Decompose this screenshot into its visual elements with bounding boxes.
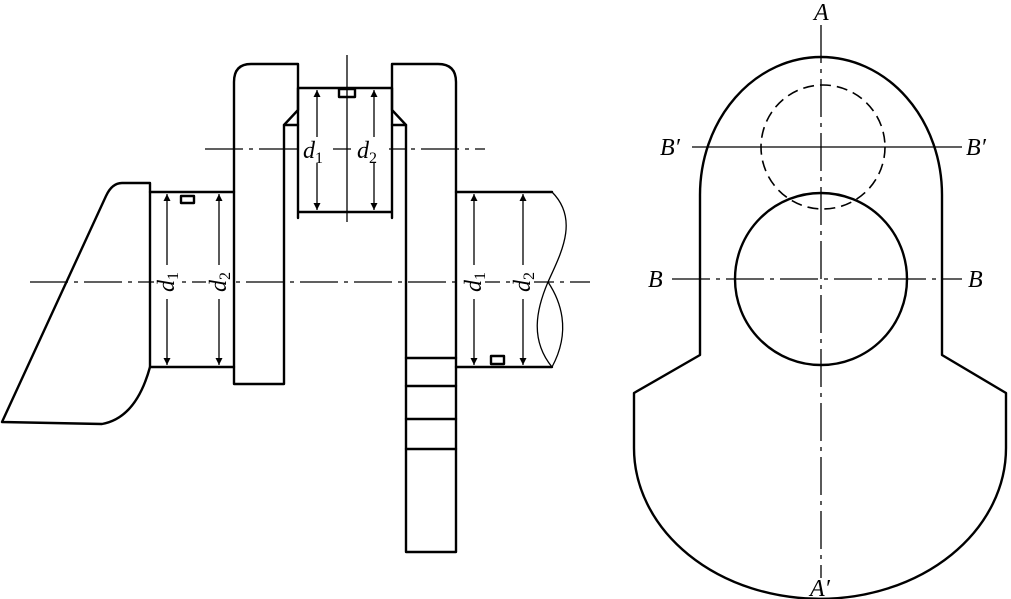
svg-text:d2: d2 (510, 272, 538, 292)
left-main-journal (148, 190, 236, 369)
label-B-left: B (648, 267, 663, 293)
label-B-prime-left: B′ (660, 135, 681, 161)
left-d1-label: d1 (154, 265, 182, 299)
left-crank-web (232, 62, 300, 386)
front-view: d1 d2 d1 d2 d1 d2 (0, 55, 590, 554)
right-main-journal (454, 190, 554, 369)
left-d2-label: d2 (206, 265, 234, 299)
left-end-flange (0, 181, 152, 426)
svg-text:d1: d1 (154, 272, 182, 292)
pin-d2-label: d2 (357, 137, 389, 167)
pin-d1-label: d1 (301, 137, 333, 167)
label-A-prime: A′ (808, 576, 831, 599)
svg-text:d2: d2 (357, 138, 377, 167)
label-B-right: B (968, 267, 983, 293)
side-view: A A′ B B B′ B′ (632, 0, 1008, 599)
dimension-lines (163, 90, 527, 365)
right-journal-break-line (536, 191, 567, 368)
svg-text:d1: d1 (461, 272, 489, 292)
svg-text:d1: d1 (303, 138, 323, 167)
svg-text:d2: d2 (206, 272, 234, 292)
right-d1-label: d1 (461, 265, 489, 299)
right-journal-break-line-2 (547, 281, 564, 368)
right-journal-keyway (489, 354, 506, 366)
right-crank-web (390, 62, 458, 554)
label-B-prime-right: B′ (966, 135, 987, 161)
web-side-outline (632, 55, 1008, 599)
left-journal-keyway (179, 194, 196, 205)
label-A: A (812, 0, 829, 26)
right-d2-label: d2 (510, 265, 538, 299)
